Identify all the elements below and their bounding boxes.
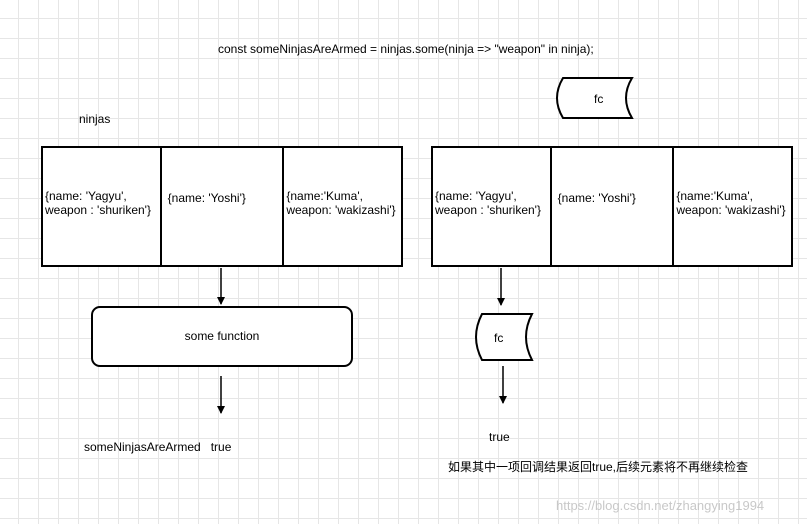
cell-line: {name:'Kuma',	[676, 188, 753, 203]
some-function-label: some function	[184, 328, 260, 343]
result-left: someNinjasAreArmed true	[84, 440, 232, 454]
cell-line: {name: 'Yagyu',	[45, 188, 127, 203]
cell-line: {name: 'Yagyu',	[435, 188, 517, 203]
ninjas-label: ninjas	[79, 112, 111, 126]
cell-line: weapon: 'wakizashi'}	[286, 202, 396, 217]
result-right: true	[489, 430, 510, 444]
fc-label-bottom: fc	[494, 331, 504, 345]
left-array-cell-yoshi: {name: 'Yoshi'}	[162, 148, 285, 265]
cell-line: weapon : 'shuriken'}	[435, 202, 541, 217]
left-ninjas-array: {name: 'Yagyu', weapon : 'shuriken'} {na…	[41, 146, 403, 267]
fc-shape-bottom	[475, 313, 534, 361]
cell-line: weapon : 'shuriken'}	[45, 202, 151, 217]
some-function-box: some function	[91, 306, 353, 367]
right-array-cell-yoshi: {name: 'Yoshi'}	[552, 148, 675, 265]
right-array-cell-yagyu: {name: 'Yagyu', weapon : 'shuriken'}	[433, 148, 552, 265]
fc-label-top: fc	[594, 92, 604, 106]
cell-line: {name:'Kuma',	[286, 188, 363, 203]
left-array-cell-kuma: {name:'Kuma', weapon: 'wakizashi'}	[284, 148, 401, 265]
cell-line: weapon: 'wakizashi'}	[676, 202, 786, 217]
cell-line: {name: 'Yoshi'}	[167, 191, 246, 205]
code-line: const someNinjasAreArmed = ninjas.some(n…	[218, 42, 594, 56]
watermark: https://blog.csdn.net/zhangying1994	[556, 498, 765, 513]
note-text: 如果其中一项回调结果返回true,后续元素将不再继续检查	[448, 460, 749, 474]
right-ninjas-array: {name: 'Yagyu', weapon : 'shuriken'} {na…	[431, 146, 793, 267]
left-array-cell-yagyu: {name: 'Yagyu', weapon : 'shuriken'}	[43, 148, 162, 265]
fc-shape-top	[556, 77, 634, 119]
right-array-cell-kuma: {name:'Kuma', weapon: 'wakizashi'}	[674, 148, 791, 265]
cell-line: {name: 'Yoshi'}	[557, 191, 636, 205]
